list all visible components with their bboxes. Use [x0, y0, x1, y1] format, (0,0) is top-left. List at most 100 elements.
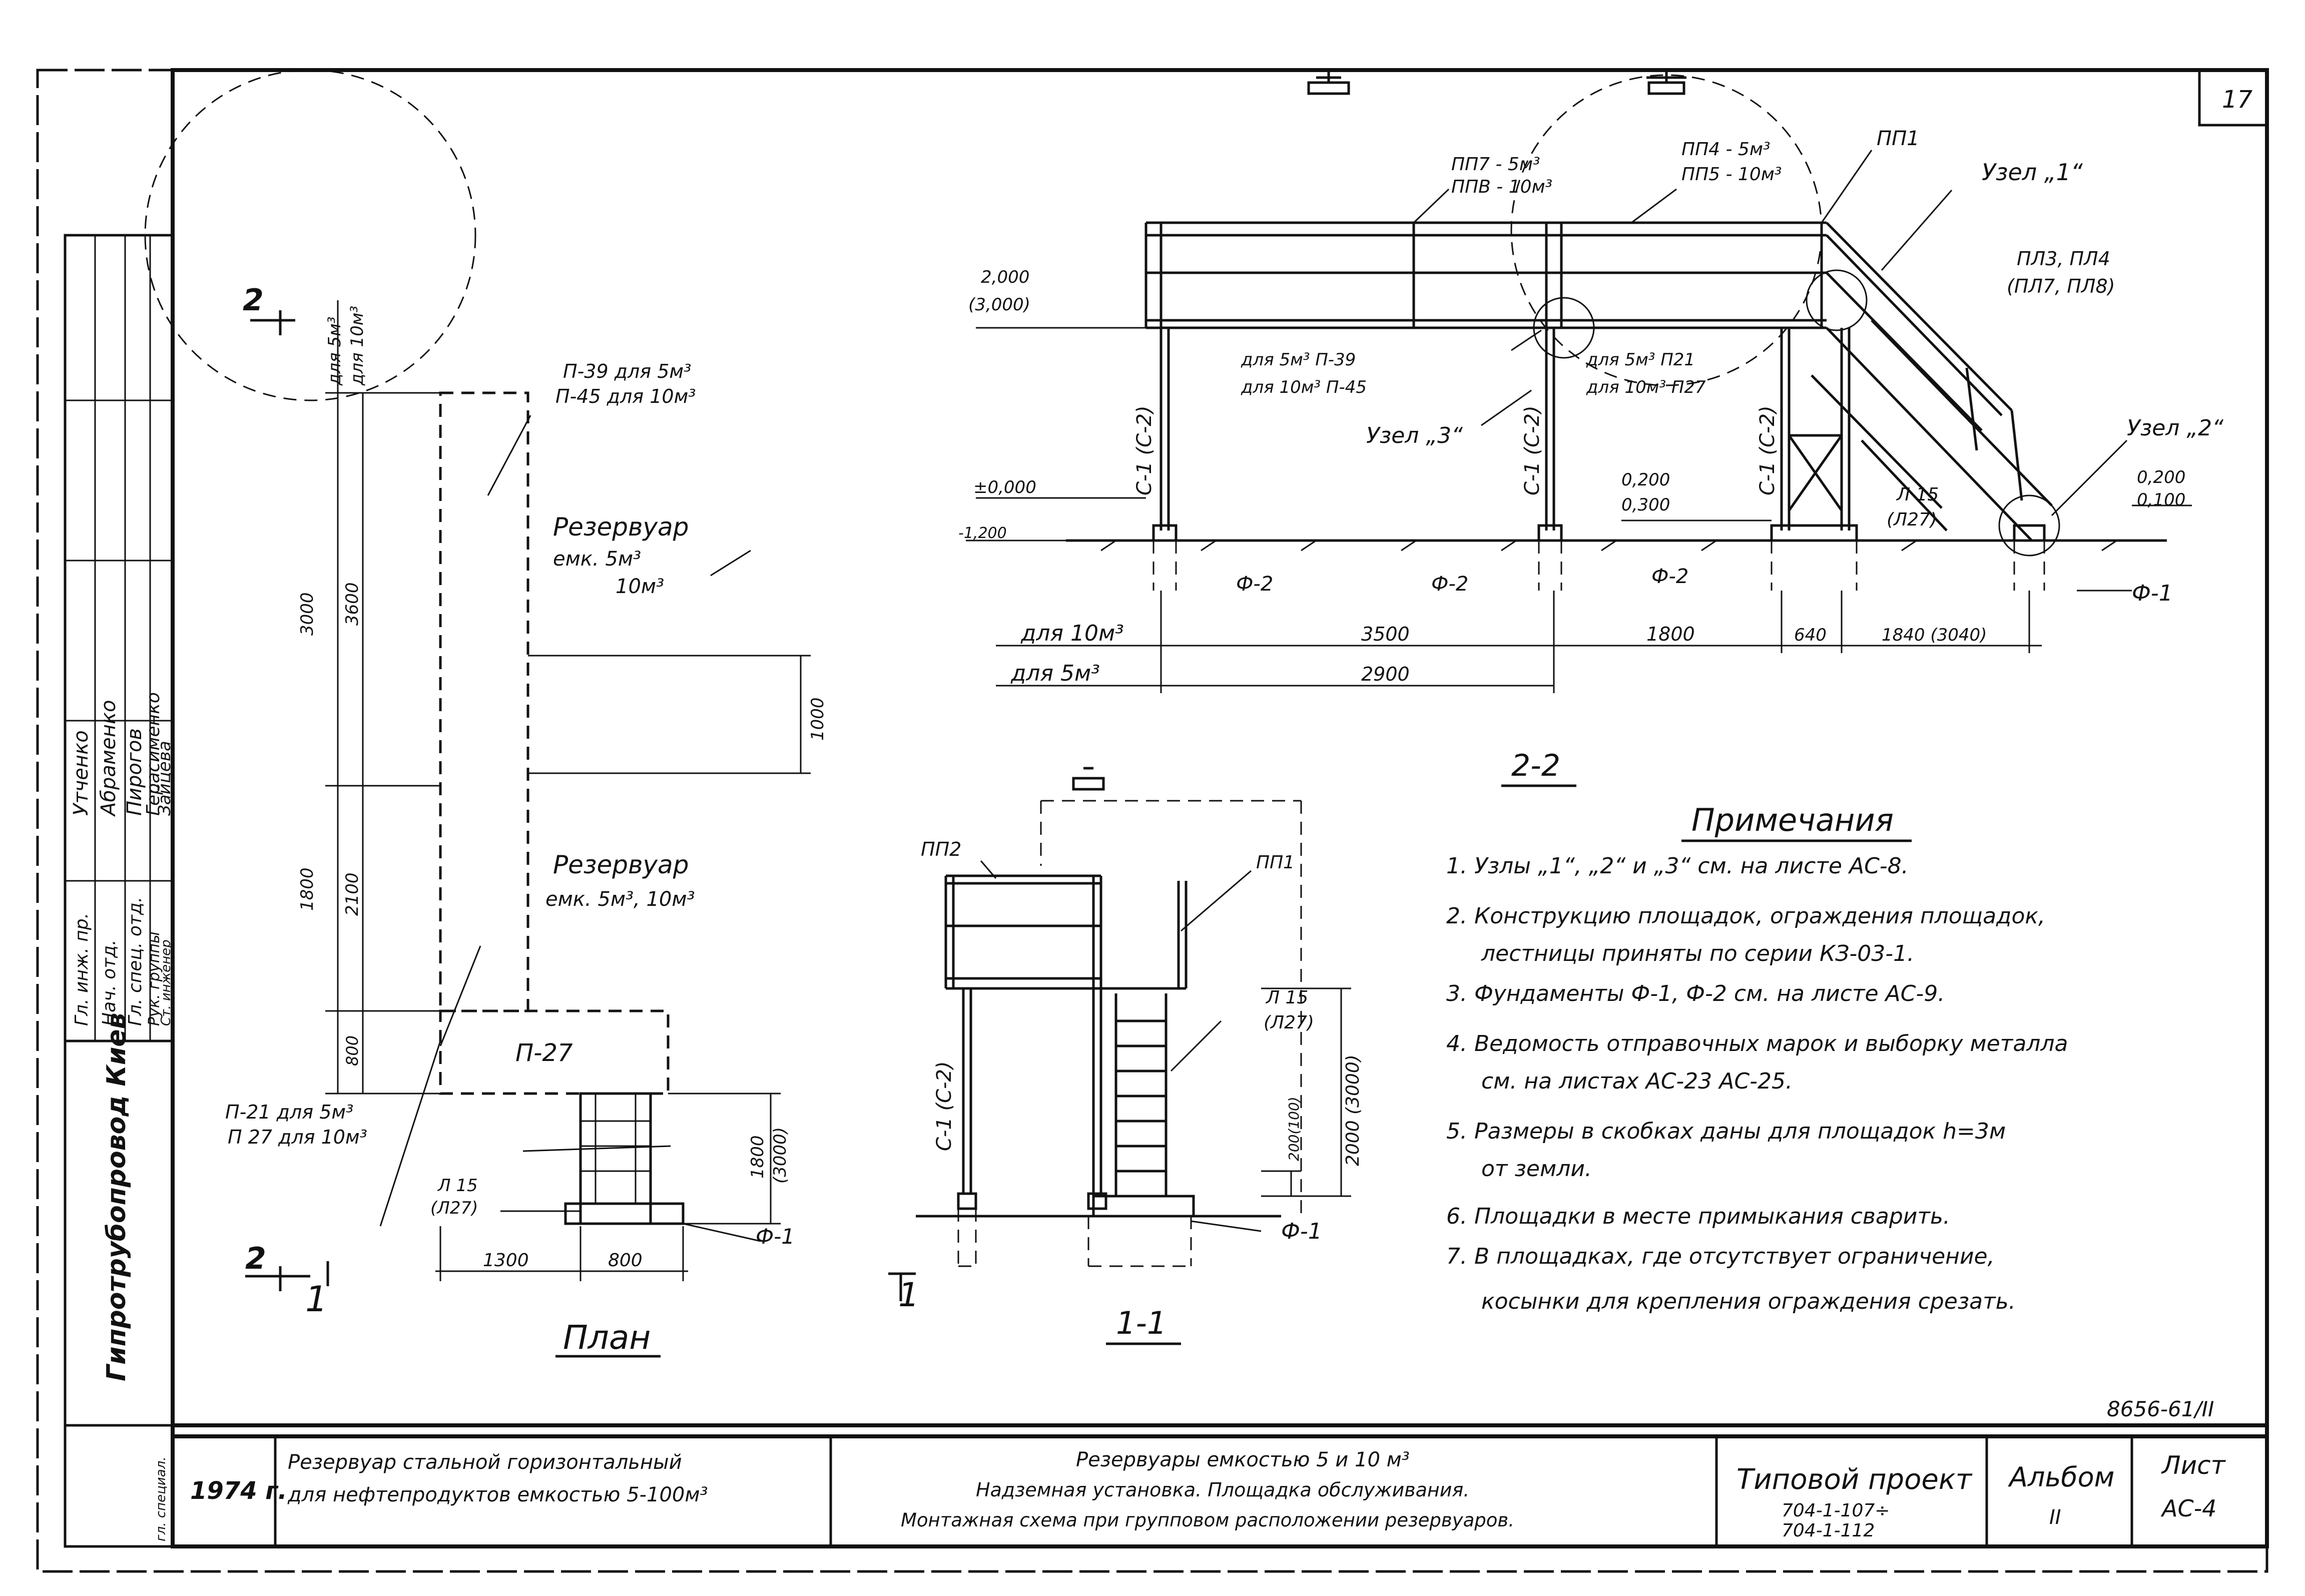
section-mark-1: 1: [305, 1279, 328, 1320]
plan-view: [245, 300, 916, 1301]
label-node1: Узел „1“: [1982, 159, 2083, 186]
title-project-label: Типовой проект: [1737, 1463, 1973, 1496]
dim-3600: 3600: [342, 582, 362, 626]
level-2000: 2,000: [981, 267, 1029, 287]
sheet-frame: [36, 68, 2269, 1573]
view-title-2-2: 2-2: [1511, 748, 1560, 783]
title-album-number: II: [2049, 1506, 2061, 1529]
level-zero: ±0,000: [973, 477, 1036, 497]
stamp-name: Утченко: [70, 730, 93, 816]
label-tank: Резервуар: [553, 512, 689, 542]
label-f2: Ф-2: [1431, 573, 1468, 596]
title-series-line1: Резервуар стальной горизонтальный: [288, 1451, 682, 1474]
label-p45: П-45 для 10м³: [555, 385, 696, 407]
level-0200b: 0,200: [2137, 467, 2185, 487]
title-album-label: Альбом: [2008, 1461, 2114, 1493]
label-capacity-2: емк. 5м³, 10м³: [545, 888, 695, 911]
label-l27: (Л27): [430, 1198, 478, 1218]
dim-2900: 2900: [1361, 663, 1410, 685]
label-c1: С-1 (С-2): [933, 1061, 956, 1151]
label-c1: С-1 (С-2): [1133, 405, 1156, 495]
note-line: 5. Размеры в скобках даны для площадок h…: [1446, 1119, 2006, 1144]
dim-2000: 2000 (3000): [1343, 1054, 1363, 1166]
section-mark-2: 2: [243, 283, 264, 318]
stamp-small-label: гл. специал.: [154, 1456, 169, 1541]
dim-1000: 1000: [808, 697, 828, 741]
label-f1: Ф-1: [756, 1224, 795, 1249]
dim-1800b: 1800: [748, 1135, 768, 1179]
label-for10-p45: для 10м³ П-45: [1241, 377, 1367, 397]
title-year: 1974 г.: [190, 1477, 287, 1505]
section-1-1-view: [916, 767, 1351, 1267]
label-l15: Л 15: [437, 1176, 478, 1196]
label-l15: Л 15: [1265, 987, 1308, 1008]
level-0300: 0,300: [1621, 495, 1670, 515]
title-desc-line1: Резервуары емкостью 5 и 10 м³: [1076, 1448, 1410, 1471]
dim-640: 640: [1794, 625, 1827, 645]
label-l15: Л 15: [1896, 484, 1939, 505]
label-pp1: ПП1: [1877, 127, 1920, 150]
notes-block: Примечания 1. Узлы „1“, „2“ и „3“ см. на…: [1446, 802, 2068, 1314]
note-line: 7. В площадках, где отсутствует ограниче…: [1446, 1244, 1995, 1269]
stamp-name: Зайцева: [155, 741, 175, 816]
dim-1800: 1800: [1646, 623, 1695, 645]
stamp-role: Ст. инженер: [159, 939, 174, 1026]
label-f1: Ф-1: [1281, 1219, 1322, 1244]
stamp-role: Гл. спец. отд.: [125, 897, 146, 1026]
level-0100: 0,100: [2137, 490, 2185, 510]
note-line: см. на листах АС-23 АС-25.: [1481, 1069, 1793, 1094]
note-line: 4. Ведомость отправочных марок и выборку…: [1446, 1031, 2068, 1056]
dim-3000b: (3000): [770, 1127, 790, 1184]
label-for5-p39: для 5м³ П-39: [1241, 350, 1356, 370]
label-node3: Узел „3“: [1366, 423, 1463, 448]
label-c1: С-1 (С-2): [1756, 405, 1779, 495]
label-node2: Узел „2“: [2127, 415, 2223, 441]
stamp-role: Нач. отд.: [99, 939, 120, 1026]
note-line: 2. Конструкцию площадок, ограждения площ…: [1446, 903, 2045, 929]
stamp-name: Пирогов: [123, 728, 146, 816]
label-pp5: ПП5 - 10м³: [1681, 164, 1782, 185]
doc-code: 8656-61/II: [2107, 1397, 2214, 1421]
note-line: 1. Узлы „1“, „2“ и „3“ см. на листе АС-8…: [1446, 853, 1909, 879]
dim-3000: 3000: [297, 592, 317, 636]
stamp-name: Абраменко: [97, 700, 120, 817]
label-p27b: П 27 для 10м³: [228, 1126, 367, 1148]
title-project-code2: 704-1-112: [1782, 1520, 1875, 1541]
label-for10-p27: для 10м³ П27: [1586, 377, 1706, 397]
dim-200: 200(100): [1286, 1097, 1302, 1161]
label-pp8: ППВ - 10м³: [1451, 177, 1552, 197]
label-f2: Ф-2: [1651, 565, 1688, 588]
label-tank-2: Резервуар: [553, 850, 689, 879]
title-block: [173, 1434, 2267, 1546]
stamp-name: Герасименко: [143, 692, 164, 816]
title-sheet-label: Лист: [2161, 1451, 2226, 1480]
section-mark-1-right: 1: [898, 1276, 919, 1314]
label-capacity-10: 10м³: [616, 575, 664, 598]
note-line: от земли.: [1481, 1156, 1592, 1182]
note-line: 3. Фундаменты Ф-1, Ф-2 см. на листе АС-9…: [1446, 981, 1945, 1006]
dim-3500: 3500: [1361, 623, 1410, 645]
label-l27: (Л27): [1887, 509, 1937, 530]
title-project-code1: 704-1-107÷: [1782, 1500, 1890, 1521]
dim-800: 800: [343, 1035, 362, 1066]
level-3000: (3,000): [968, 295, 1030, 315]
label-f1: Ф-1: [2132, 581, 2173, 606]
elevation-view: [144, 69, 2192, 693]
label-pp1: ПП1: [1256, 852, 1295, 873]
view-title-plan: План: [563, 1318, 651, 1357]
stamp-role: Гл. инж. пр.: [72, 913, 92, 1026]
label-capacity: емк. 5м³: [553, 548, 641, 571]
label-pp7: ПП7 - 5м³: [1451, 154, 1540, 175]
label-p39: П-39 для 5м³: [563, 360, 691, 382]
label-for10m3: для 10м³: [347, 306, 367, 386]
dim-800b: 800: [608, 1250, 643, 1271]
note-line: лестницы приняты по серии КЗ-03-1.: [1481, 941, 1914, 966]
note-line: 6. Площадки в месте примыкания сварить.: [1446, 1204, 1950, 1229]
dim-1800: 1800: [297, 867, 317, 911]
side-stamp: [64, 234, 174, 1548]
label-pp2: ПП2: [921, 838, 961, 860]
stamp-role: Рук. группы: [146, 931, 163, 1026]
dim-1300: 1300: [483, 1250, 529, 1271]
level-m1200: -1,200: [958, 524, 1007, 542]
